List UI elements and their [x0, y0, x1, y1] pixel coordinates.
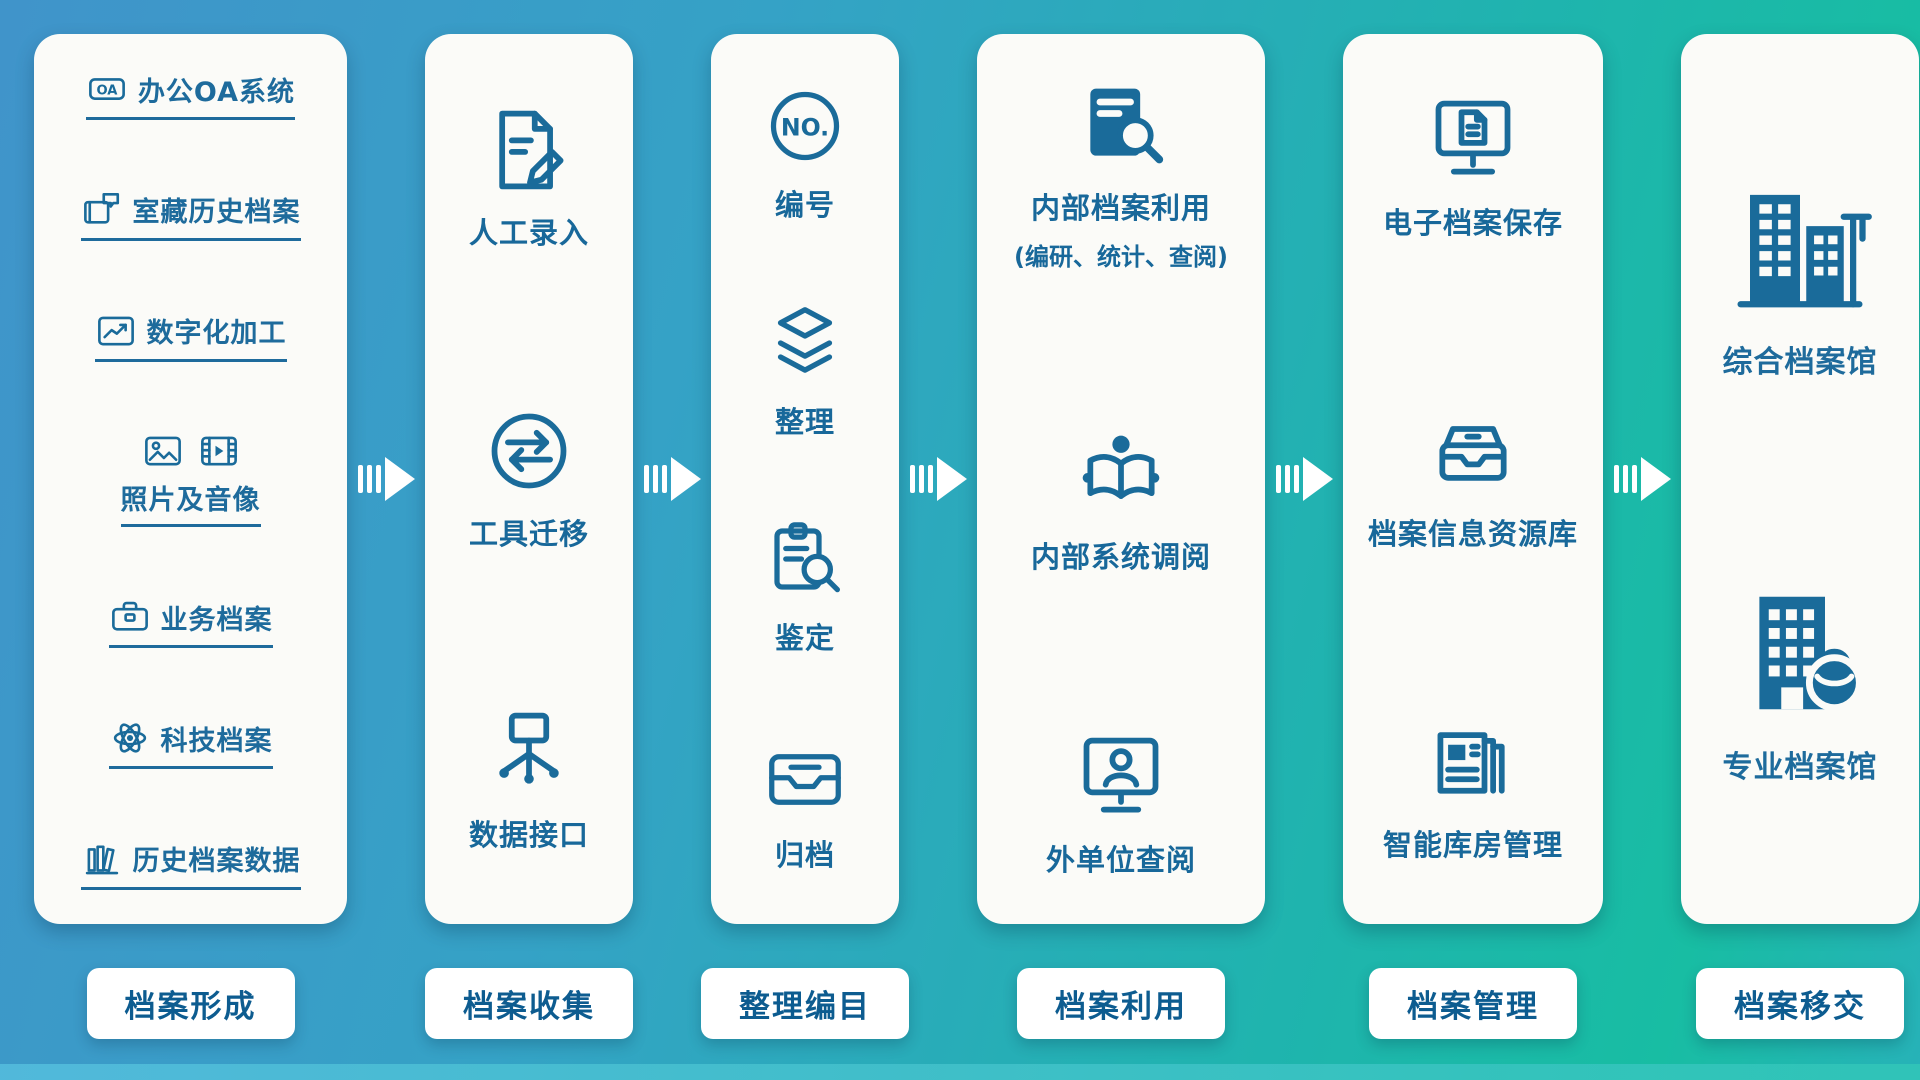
- formation-item-label: 历史档案数据: [132, 846, 301, 878]
- formation-item-history: 室藏历史档案: [80, 189, 301, 241]
- utilization-item-internal-use: 内部档案利用 (编研、统计、查阅): [1014, 79, 1228, 272]
- management-item-warehouse: 智能库房管理: [1383, 716, 1563, 864]
- cataloging-item-label: 编号: [774, 188, 835, 222]
- stage-card-transfer: 综合档案馆 专业档案馆: [1681, 34, 1919, 924]
- stage-card-cataloging: NO. 编号 整理 鉴定: [711, 34, 899, 924]
- city-buildings-icon: [1737, 194, 1872, 307]
- tool-migration-icon: [491, 413, 567, 489]
- building-bag-icon: [1759, 596, 1863, 711]
- formation-item-business: 业务档案: [108, 596, 273, 649]
- oa-badge-icon: OA: [89, 78, 125, 100]
- management-item-earchive: 电子档案保存: [1383, 94, 1563, 242]
- history-archive-icon: [83, 192, 119, 224]
- stage-card-management: 电子档案保存 档案信息资源库 智能库房: [1343, 34, 1603, 924]
- stage-pill-collection: 档案收集: [425, 968, 633, 1039]
- reading-icon: [1082, 435, 1160, 499]
- books-icon: [85, 845, 118, 875]
- formation-item-scitech: 科技档案: [108, 717, 273, 770]
- collection-item-interface: 数据接口: [469, 706, 589, 854]
- flow-arrow-5: [1603, 34, 1681, 924]
- manual-entry-icon: [499, 110, 564, 190]
- workflow-diagram: OA 办公OA系统 室藏历史档案 数字化加工: [34, 34, 1919, 1039]
- utilization-item-label: 内部系统调阅: [1030, 539, 1211, 574]
- flow-arrow-1: [347, 34, 425, 924]
- smart-warehouse-icon: [1437, 732, 1505, 794]
- svg-text:OA: OA: [96, 84, 118, 99]
- appraisal-icon: [774, 522, 840, 593]
- utilization-item-internal-reading: 内部系统调阅: [1031, 428, 1211, 576]
- stage-formation: OA 办公OA系统 室藏历史档案 数字化加工: [34, 34, 347, 1039]
- formation-item-media: 照片及音像: [120, 430, 261, 528]
- cataloging-item-number: NO. 编号: [763, 84, 847, 224]
- filing-tray-icon: [769, 754, 841, 805]
- formation-item-label: 办公OA系统: [137, 76, 296, 108]
- monitor-document-icon: [1435, 100, 1511, 175]
- atom-icon: [113, 723, 146, 753]
- stage-management: 电子档案保存 档案信息资源库 智能库房: [1343, 34, 1603, 1039]
- formation-item-label: 数字化加工: [146, 318, 287, 350]
- management-item-label: 档案信息资源库: [1367, 517, 1578, 551]
- stage-utilization: 内部档案利用 (编研、统计、查阅) 内部系统调阅: [977, 34, 1265, 1039]
- transfer-item-label: 专业档案馆: [1722, 749, 1878, 785]
- stage-pill-utilization: 档案利用: [1017, 968, 1225, 1039]
- stage-cataloging: NO. 编号 整理 鉴定: [701, 34, 909, 1039]
- photo-icon: [144, 437, 181, 466]
- cataloging-item-label: 整理: [774, 404, 835, 439]
- utilization-item-label: 外单位查阅: [1045, 843, 1196, 877]
- layers-icon: [777, 306, 833, 373]
- management-item-resource-library: 档案信息资源库: [1368, 405, 1578, 553]
- utilization-item-label: 内部档案利用: [1030, 191, 1211, 225]
- monitor-user-icon: [1083, 737, 1159, 813]
- stage-card-collection: 人工录入 工具迁移: [425, 34, 633, 924]
- formation-item-label: 科技档案: [160, 725, 273, 757]
- collection-item-migration: 工具迁移: [469, 405, 589, 553]
- cataloging-item-filing: 归档: [763, 734, 847, 874]
- flow-arrow-2: [633, 34, 711, 924]
- media-icons: [142, 430, 240, 472]
- utilization-item-sublabel: (编研、统计、查阅): [1014, 243, 1228, 271]
- briefcase-icon: [111, 602, 148, 631]
- archive-drawer-icon: [1439, 426, 1507, 481]
- collection-item-label: 工具迁移: [468, 517, 589, 551]
- formation-item-oa: OA 办公OA系统: [85, 68, 296, 120]
- stage-card-utilization: 内部档案利用 (编研、统计、查阅) 内部系统调阅: [977, 34, 1265, 924]
- data-interface-icon: [499, 712, 559, 784]
- utilization-item-external: 外单位查阅: [1046, 731, 1196, 879]
- flow-arrow-3: [899, 34, 977, 924]
- formation-item-historical-data: 历史档案数据: [80, 838, 301, 890]
- svg-text:NO.: NO.: [781, 114, 829, 142]
- digitization-icon: [97, 316, 134, 346]
- video-icon: [200, 437, 237, 466]
- cataloging-item-sorting: 整理: [763, 301, 847, 441]
- stage-pill-cataloging: 整理编目: [701, 968, 909, 1039]
- stage-pill-transfer: 档案移交: [1696, 968, 1904, 1039]
- formation-item-label: 照片及音像: [120, 485, 261, 517]
- formation-item-label: 室藏历史档案: [132, 197, 301, 229]
- cataloging-item-appraisal: 鉴定: [763, 517, 847, 657]
- cataloging-item-label: 鉴定: [774, 621, 835, 656]
- transfer-item-professional: 专业档案馆: [1723, 578, 1878, 786]
- stage-collection: 人工录入 工具迁移: [425, 34, 633, 1039]
- collection-item-manual: 人工录入: [469, 104, 589, 252]
- cataloging-item-label: 归档: [774, 837, 835, 872]
- formation-item-digitization: 数字化加工: [94, 310, 287, 362]
- transfer-item-comprehensive: 综合档案馆: [1723, 173, 1878, 381]
- collection-item-label: 数据接口: [468, 818, 589, 852]
- stage-transfer: 综合档案馆 专业档案馆: [1681, 34, 1919, 1039]
- document-search-icon: [1090, 88, 1164, 164]
- stage-card-formation: OA 办公OA系统 室藏历史档案 数字化加工: [34, 34, 347, 924]
- formation-item-label: 业务档案: [160, 604, 273, 636]
- management-item-label: 电子档案保存: [1382, 206, 1563, 240]
- management-item-label: 智能库房管理: [1382, 828, 1563, 862]
- collection-item-label: 人工录入: [468, 216, 589, 250]
- bottom-accent-strip: [0, 1064, 1920, 1080]
- stage-pill-formation: 档案形成: [86, 968, 295, 1039]
- stage-pill-management: 档案管理: [1369, 968, 1577, 1039]
- transfer-item-label: 综合档案馆: [1722, 344, 1878, 380]
- flow-arrow-4: [1265, 34, 1343, 924]
- number-icon: NO.: [770, 91, 840, 161]
